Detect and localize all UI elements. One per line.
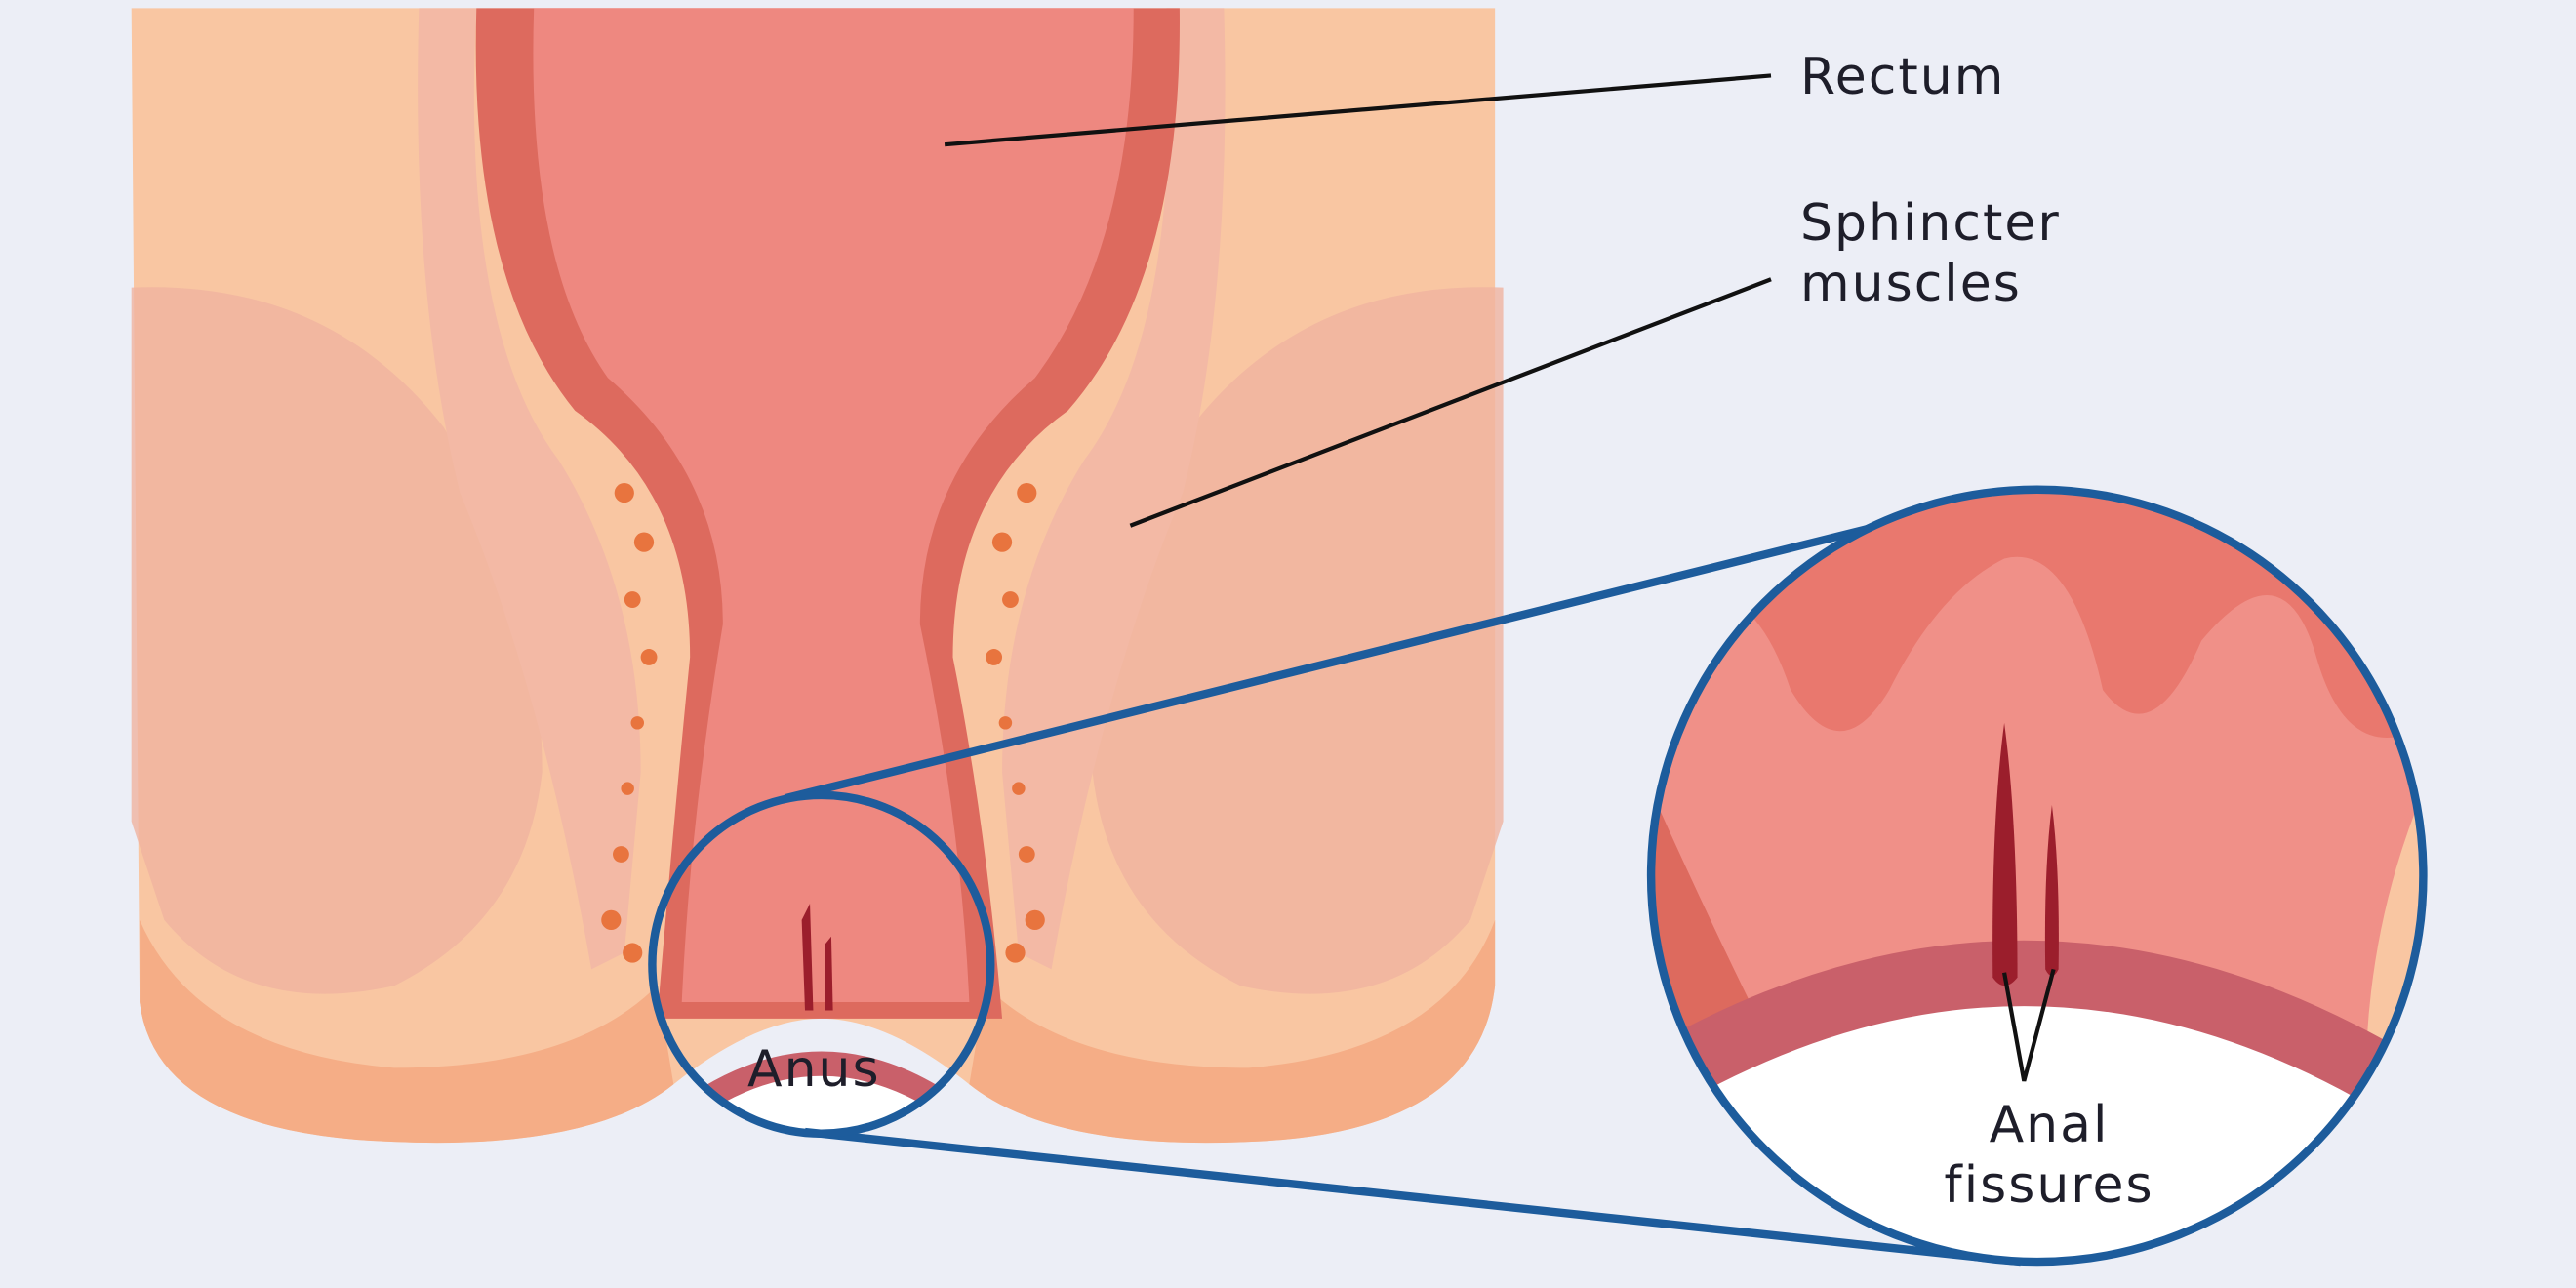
large-zoom-circle xyxy=(1646,485,2428,1267)
zoom-connector-bottom xyxy=(804,1127,2022,1267)
fissure-large xyxy=(1992,722,2018,986)
label-anal-fissures: Anal fissures xyxy=(1944,1096,2154,1215)
label-sphincter-muscles: Sphincter muscles xyxy=(1800,194,2061,313)
label-anus: Anus xyxy=(747,1040,881,1099)
rectum-leader xyxy=(944,73,1772,147)
fissure-small xyxy=(2044,805,2059,977)
zoom-connector-top xyxy=(784,489,2014,803)
small-zoom-circle xyxy=(648,790,995,1138)
rectum xyxy=(475,8,1180,1019)
fissure-leader xyxy=(2002,968,2056,1082)
label-rectum: Rectum xyxy=(1800,48,2006,106)
sphincter-leader xyxy=(1129,277,1772,528)
